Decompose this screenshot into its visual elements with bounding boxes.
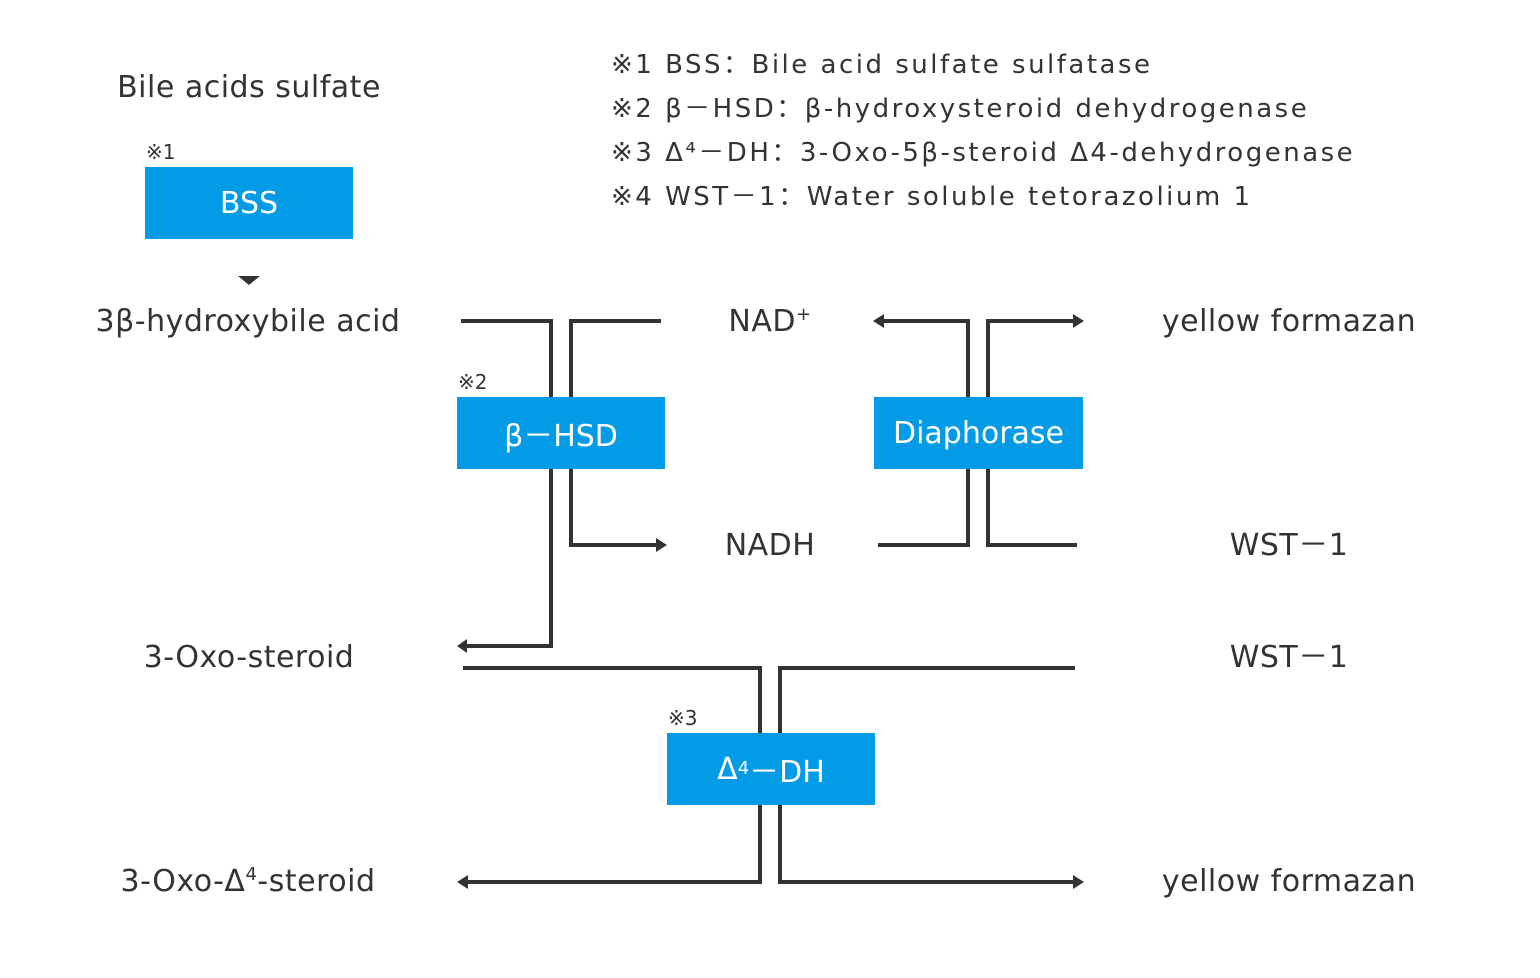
label-oxo-steroid: 3-Oxo-steroid: [143, 640, 355, 675]
label-oxo-delta4-steroid: 3-Oxo-Δ4-steroid: [120, 864, 376, 899]
arrow-left-icon: [457, 639, 467, 653]
enzyme-box-diaphorase: Diaphorase: [874, 397, 1083, 469]
arrow-down-icon: [238, 276, 260, 285]
label-yellow-formazan-top: yellow formazan: [1161, 304, 1417, 339]
label-nadh: NADH: [724, 528, 816, 563]
label-wst1-top: WST－1: [1229, 528, 1349, 563]
arrow-left-icon: [457, 875, 468, 889]
label-bile-acids-sulfate: Bile acids sulfate: [117, 70, 381, 105]
label-wst1-bottom: WST－1: [1229, 640, 1349, 675]
label-hydroxybile-acid: 3β-hydroxybile acid: [95, 304, 401, 339]
mark-bss: ※1: [146, 140, 176, 164]
label-nad: NAD+: [728, 304, 812, 339]
note-bss: ※1 BSS：Bile acid sulfate sulfatase: [611, 50, 1153, 80]
note-wst1: ※4 WST－1：Water soluble tetorazolium 1: [611, 182, 1253, 212]
enzyme-box-bss: BSS: [145, 167, 353, 239]
note-bhsd: ※2 β－HSD：β-hydroxysteroid dehydrogenase: [611, 94, 1310, 124]
arrow-left-icon: [873, 314, 884, 328]
arrow-right-icon: [1073, 314, 1084, 328]
arrow-right-icon: [1073, 875, 1084, 889]
mark-d4dh: ※3: [668, 706, 698, 730]
arrow-right-icon: [656, 538, 667, 552]
note-d4dh: ※3 Δ⁴－DH：3-Oxo-5β-steroid Δ4-dehydrogena…: [611, 138, 1356, 168]
label-yellow-formazan-bottom: yellow formazan: [1161, 864, 1417, 899]
hydroxybile-to-oxo-line: [461, 319, 553, 648]
enzyme-box-bhsd: β－HSD: [457, 397, 665, 469]
mark-bhsd: ※2: [458, 370, 488, 394]
